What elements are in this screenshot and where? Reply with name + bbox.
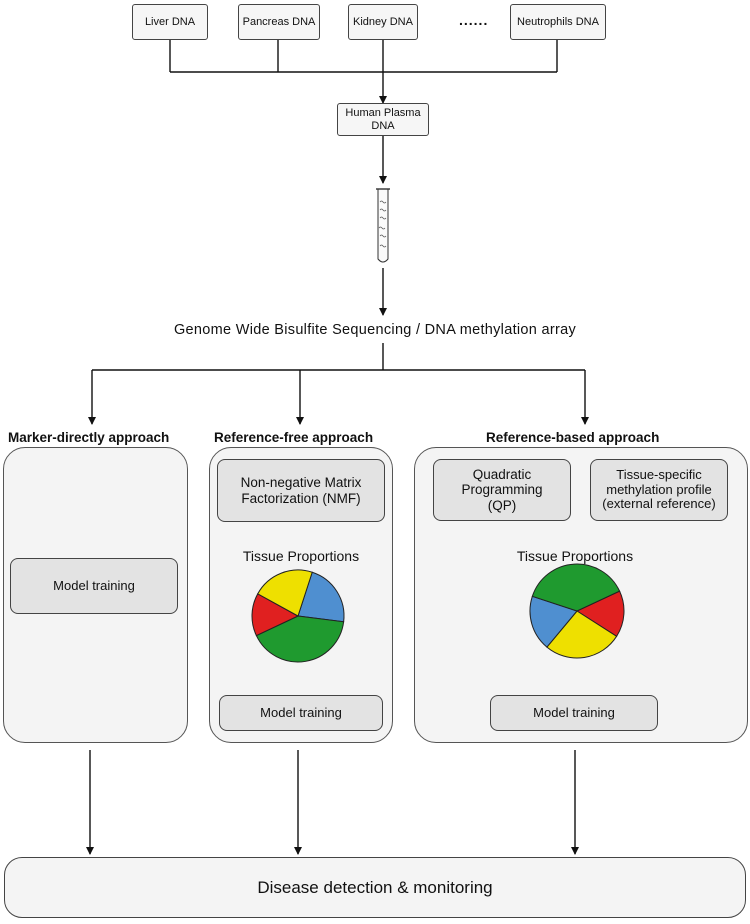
disease-detection-box: Disease detection & monitoring [4,857,746,918]
source-pancreas-dna: Pancreas DNA [238,4,320,40]
free-pie-slice-yellow [257,569,313,617]
qp-box: Quadratic Programming (QP) [433,459,571,521]
based-model-training-box: Model training [490,695,658,731]
source-liver-dna: Liver DNA [132,4,208,40]
based-pie-slice-red [575,590,625,638]
free-pie-slice-blue [297,571,345,623]
based-pie-slice-green [531,563,621,612]
free-model-training-box: Model training [219,695,383,731]
based-approach-title: Reference-based approach [486,430,660,445]
free-proportions-label: Tissue Proportions [242,548,360,564]
marker-model-training-box: Model training [10,558,178,614]
reference-profile-box: Tissue-specific methylation profile (ext… [590,459,728,521]
source-ellipsis: ...... [459,12,489,28]
source-neutrophils-dna: Neutrophils DNA [510,4,606,40]
free-approach-title: Reference-free approach [214,430,374,445]
nmf-box: Non-negative Matrix Factorization (NMF) [217,459,385,522]
human-plasma-dna: Human Plasma DNA [337,103,429,136]
sequencing-label: Genome Wide Bisulfite Sequencing / DNA m… [173,322,577,338]
free-pie-slice-green [255,615,345,663]
based-pie-slice-yellow [546,610,618,659]
marker-approach-title: Marker-directly approach [8,430,170,445]
based-proportions-label: Tissue Proportions [516,548,634,564]
source-kidney-dna: Kidney DNA [348,4,418,40]
based-pie-slice-blue [529,595,578,648]
